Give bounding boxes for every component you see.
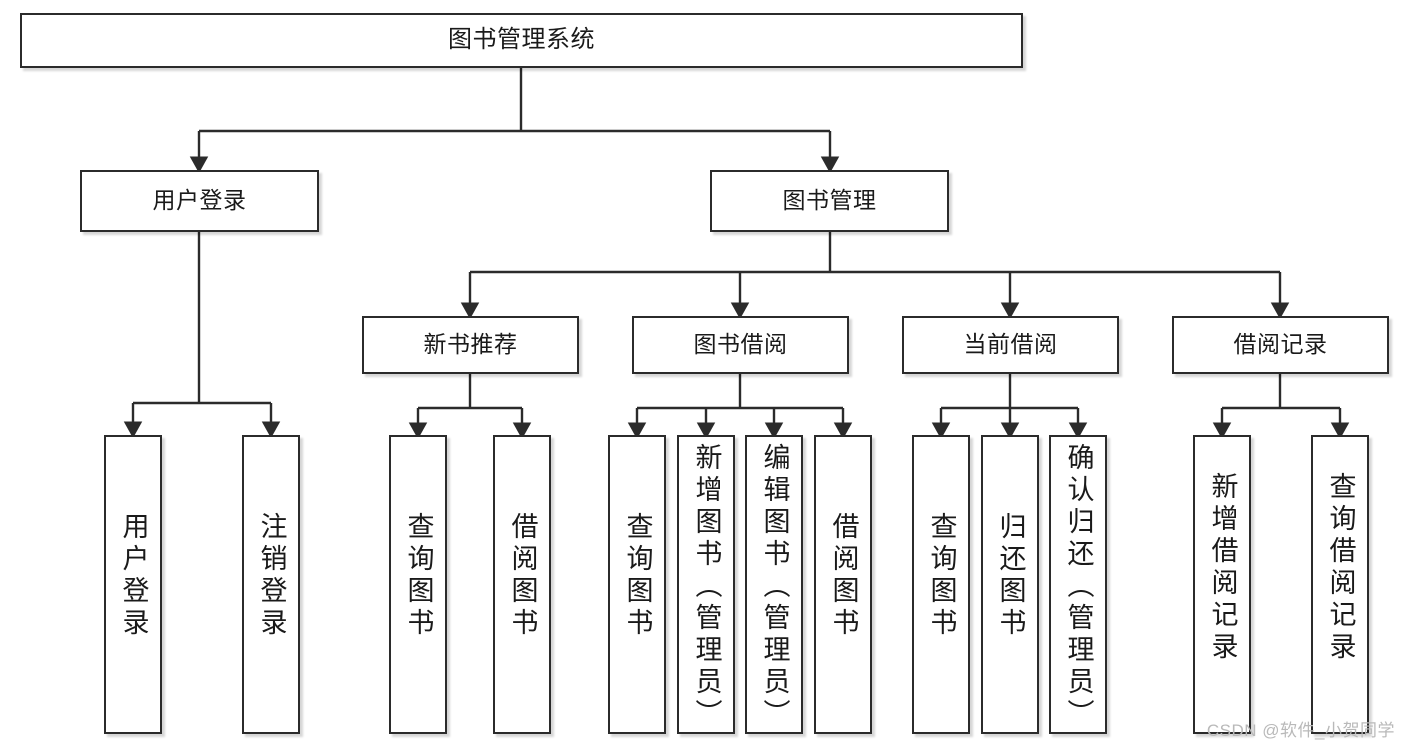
leaf-borrow-book[interactable]: 借阅图书 [814, 435, 872, 734]
node-book-borrow[interactable]: 图书借阅 [632, 316, 849, 374]
node-root-book-management-system[interactable]: 图书管理系统 [20, 13, 1023, 68]
node-label: 借阅图书 [507, 512, 538, 640]
leaf-query-borrow-record[interactable]: 查询借阅记录 [1311, 435, 1369, 734]
node-user-login[interactable]: 用户登录 [80, 170, 319, 232]
leaf-add-book-admin[interactable]: 新增图书（管理员） [677, 435, 735, 734]
node-label: 确认归还（管理员） [1063, 443, 1094, 731]
node-label: 用户登录 [152, 187, 247, 214]
node-label: 查询图书 [403, 512, 434, 640]
node-new-book-recommend[interactable]: 新书推荐 [362, 316, 579, 374]
node-label: 用户登录 [118, 512, 149, 640]
leaf-add-borrow-record[interactable]: 新增借阅记录 [1193, 435, 1251, 734]
node-label: 借阅图书 [828, 512, 859, 640]
leaf-edit-book-admin[interactable]: 编辑图书（管理员） [745, 435, 803, 734]
node-label: 新增图书（管理员） [691, 443, 722, 731]
node-label: 当前借阅 [963, 331, 1058, 358]
node-current-borrow[interactable]: 当前借阅 [902, 316, 1119, 374]
leaf-return-book[interactable]: 归还图书 [981, 435, 1039, 734]
node-label: 借阅记录 [1233, 331, 1328, 358]
node-label: 图书管理 [782, 187, 877, 214]
leaf-user-login[interactable]: 用户登录 [104, 435, 162, 734]
node-label: 归还图书 [995, 512, 1026, 640]
node-label: 查询图书 [926, 512, 957, 640]
node-label: 注销登录 [256, 512, 287, 640]
leaf-borrow-book-recommend[interactable]: 借阅图书 [493, 435, 551, 734]
leaf-logout[interactable]: 注销登录 [242, 435, 300, 734]
node-label: 图书借阅 [693, 331, 788, 358]
node-label: 新书推荐 [423, 331, 518, 358]
node-label: 查询借阅记录 [1325, 472, 1356, 664]
leaf-query-book-recommend[interactable]: 查询图书 [389, 435, 447, 734]
watermark-text: CSDN @软件_小贺同学 [1206, 721, 1395, 740]
node-label: 图书管理系统 [448, 26, 595, 54]
node-label: 编辑图书（管理员） [759, 443, 790, 731]
leaf-query-book-borrow[interactable]: 查询图书 [608, 435, 666, 734]
node-borrow-record[interactable]: 借阅记录 [1172, 316, 1389, 374]
node-label: 新增借阅记录 [1207, 472, 1238, 664]
leaf-query-book-current[interactable]: 查询图书 [912, 435, 970, 734]
node-book-management[interactable]: 图书管理 [710, 170, 949, 232]
node-label: 查询图书 [622, 512, 653, 640]
leaf-confirm-return-admin[interactable]: 确认归还（管理员） [1049, 435, 1107, 734]
